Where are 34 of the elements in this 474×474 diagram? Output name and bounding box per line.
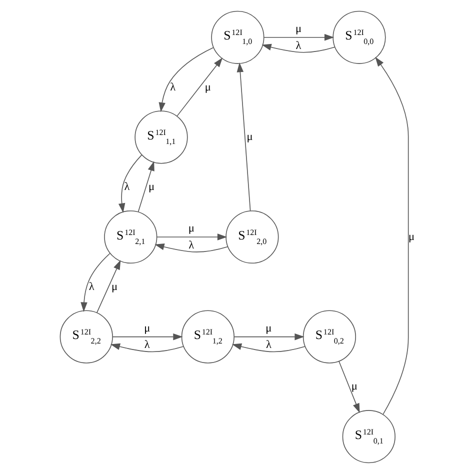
arrow [263, 34, 334, 41]
arrow [110, 343, 184, 352]
edge-label: μ [246, 131, 252, 144]
arrow [118, 154, 142, 213]
edge-label: λ [144, 339, 150, 352]
arrow [233, 333, 304, 340]
edge-label: λ [295, 40, 301, 52]
edge-label: μ [408, 230, 414, 243]
edge-label: μ [111, 280, 118, 293]
arrow [137, 161, 154, 212]
arrow [236, 62, 250, 212]
edge-label: μ [265, 322, 272, 334]
edge-label: λ [265, 339, 271, 352]
arrow [176, 58, 222, 116]
edge-label: μ [294, 22, 301, 35]
arrow [112, 333, 182, 340]
edge-label: μ [204, 81, 210, 94]
edge-label: λ [124, 181, 130, 194]
edge-label: μ [148, 181, 154, 194]
arrow [261, 44, 335, 53]
arrow [80, 252, 110, 312]
arrow [154, 244, 228, 252]
edge-label: λ [188, 239, 194, 252]
arrow [158, 47, 214, 112]
arrow [231, 343, 305, 352]
edge-label: λ [88, 280, 94, 293]
edge-label: μ [188, 222, 194, 235]
edge-label: μ [144, 322, 150, 334]
arrow [374, 56, 408, 415]
edge-label: λ [170, 81, 176, 94]
arrow [156, 234, 227, 240]
arrow [96, 260, 120, 313]
edge-label: μ [350, 380, 357, 393]
arrow [338, 360, 360, 414]
